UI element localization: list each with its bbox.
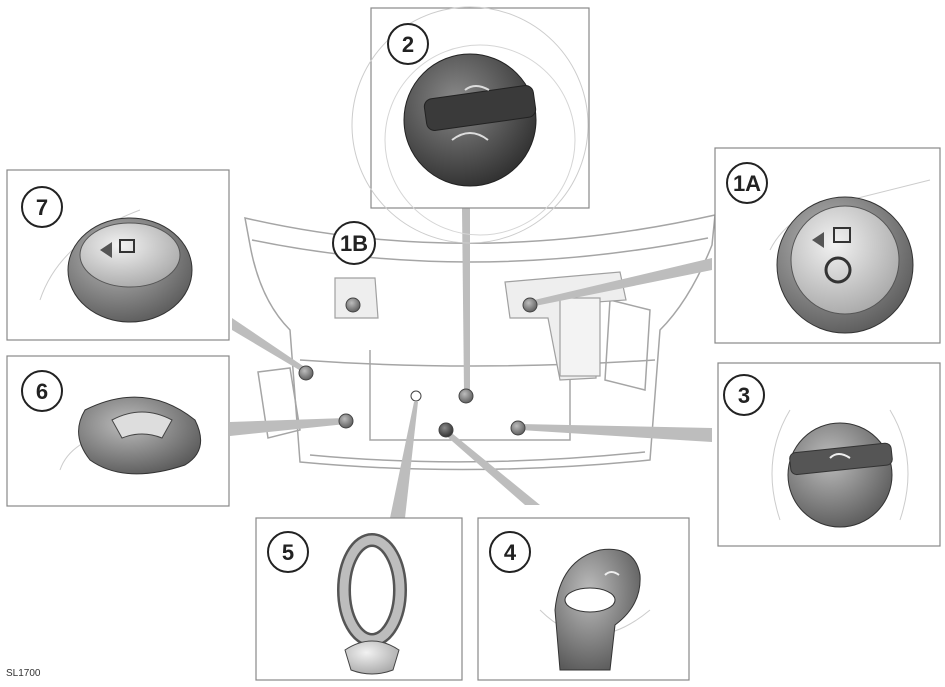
callout-1b-group: 1B <box>332 221 376 265</box>
callout-1b: 1B <box>340 231 368 256</box>
panel-2: 2 <box>351 6 590 244</box>
reference-code: SL1700 <box>6 668 41 679</box>
book-icon-7 <box>119 239 135 253</box>
callout-3: 3 <box>738 383 750 408</box>
oil-can-icon <box>451 132 489 141</box>
callout-1a: 1A <box>733 171 761 196</box>
oil-cap-3 <box>787 422 893 528</box>
warning-icon-7 <box>100 242 112 258</box>
point-7 <box>298 365 314 381</box>
book-icon <box>833 227 851 243</box>
point-3 <box>510 420 526 436</box>
callout-4: 4 <box>504 540 517 565</box>
dipstick-base <box>344 640 400 675</box>
callout-5: 5 <box>282 540 294 565</box>
panel-4: 4 <box>477 517 690 681</box>
panel-6: 6 <box>6 355 230 507</box>
point-2 <box>458 388 474 404</box>
oil-can-icon-small <box>464 85 490 91</box>
pointer-wedges <box>230 208 712 518</box>
engine-bay-outline <box>244 214 716 471</box>
callout-7: 7 <box>36 195 48 220</box>
hex-icon <box>824 256 852 284</box>
panel-3: 3 <box>717 362 941 547</box>
windscreen-wash-icon <box>111 411 173 439</box>
washer-cap-6 <box>78 396 202 475</box>
engine-points <box>298 297 538 438</box>
panel-1a: 1A <box>714 147 941 344</box>
panel-7: 7 <box>6 169 230 341</box>
point-5 <box>410 390 422 402</box>
panel-5: 5 <box>255 517 463 681</box>
callout-6: 6 <box>36 379 48 404</box>
callout-2: 2 <box>402 32 414 57</box>
warning-icon <box>812 232 824 248</box>
oil-can-icon-3 <box>829 453 851 459</box>
oil-can-icon-4 <box>604 571 620 576</box>
point-1b <box>345 297 361 313</box>
point-6 <box>338 413 354 429</box>
point-1a <box>522 297 538 313</box>
point-4 <box>438 422 454 438</box>
